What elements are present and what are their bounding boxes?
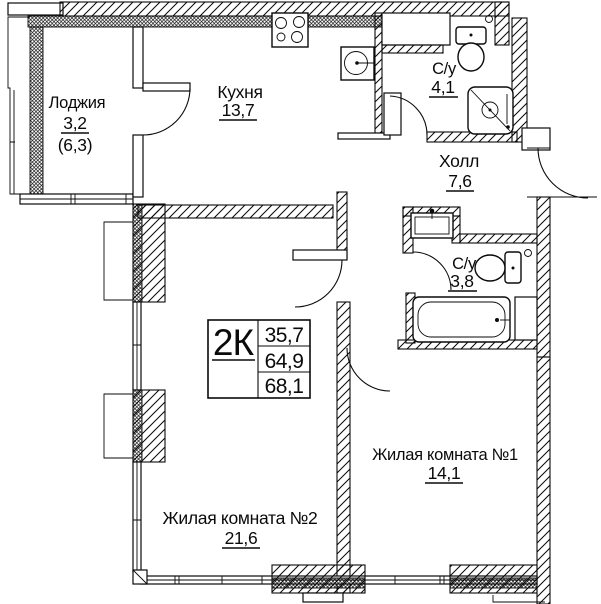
washbasin-icon	[410, 208, 454, 239]
wall	[132, 26, 144, 89]
room-area: 3,8	[450, 271, 473, 291]
bath2-door	[412, 251, 452, 291]
bottom-wall-block	[449, 564, 545, 603]
loggia-sill-mullions	[20, 194, 133, 204]
bottom-wall-block	[271, 564, 366, 603]
exterior-contour	[103, 393, 133, 459]
table-value: 68,1	[265, 375, 304, 398]
room-bath1: С/у 4,1	[429, 60, 458, 98]
fixtures	[271, 12, 538, 343]
room-area: 7,6	[448, 171, 471, 191]
room-name: С/у	[452, 255, 477, 273]
vent-shaft	[381, 12, 451, 46]
corner-detail	[132, 569, 148, 585]
doors	[142, 82, 597, 392]
loggia-exterior-contour	[7, 16, 30, 195]
room-divider-wall	[336, 301, 351, 594]
room-area: 21,6	[225, 528, 258, 548]
window-mullion	[133, 462, 141, 572]
loggia-glazing	[10, 90, 15, 194]
entry-door	[537, 147, 597, 199]
right-outer-wall	[536, 356, 551, 604]
room-loggia: Лоджия 3,2 (6,3)	[49, 94, 106, 155]
exterior-contour	[103, 221, 133, 301]
room-bath2: С/у 3,8	[448, 255, 477, 292]
wall	[336, 191, 348, 259]
table-value: 35,7	[265, 324, 304, 347]
room-area: 14,1	[428, 463, 461, 483]
room-area: 4,1	[431, 77, 454, 97]
room-name: Кухня	[217, 82, 262, 102]
room-kitchen: Кухня 13,7	[217, 82, 263, 121]
top-wall-insulation	[27, 15, 431, 28]
right-outer-wall	[536, 196, 551, 358]
kitchen-sink-icon	[340, 46, 375, 81]
wall	[337, 132, 391, 140]
room-name: Жилая комната №1	[372, 446, 518, 464]
kitchen-bath-wall	[374, 12, 383, 134]
wall	[132, 134, 144, 198]
room-area: 13,7	[222, 100, 255, 120]
spec-table: 2К 35,7 64,9 68,1	[207, 319, 311, 399]
room-name: С/у	[432, 60, 457, 78]
spec-table-frame	[207, 319, 311, 399]
wall	[494, 1, 510, 46]
loggia-door	[142, 82, 191, 136]
cabinet	[514, 296, 538, 341]
shower-icon	[467, 86, 514, 135]
toilet-icon	[474, 249, 532, 284]
wall	[381, 44, 444, 54]
spec-table-grid	[257, 320, 310, 398]
room-labels: Лоджия 3,2 (6,3) Кухня 13,7 С/у 4,1 Холл…	[49, 60, 518, 549]
room-area-alt: (6,3)	[58, 135, 92, 155]
walls	[7, 1, 551, 604]
wall-pier-insulation	[132, 203, 143, 303]
wall	[511, 17, 528, 143]
wall	[7, 2, 64, 16]
wall	[521, 127, 551, 151]
loggia-left-wall	[29, 26, 44, 205]
room-living1: Жилая комната №1 14,1	[372, 446, 518, 484]
room-name: Жилая комната №2	[163, 508, 318, 528]
stove-icon	[271, 12, 309, 48]
toilet-icon	[455, 15, 493, 72]
room-living2: Жилая комната №2 21,6	[163, 508, 318, 549]
room-area: 3,2	[63, 113, 86, 133]
window-mullion	[133, 302, 141, 390]
table-value: 64,9	[265, 350, 304, 373]
wall	[292, 249, 348, 261]
room1-door	[346, 347, 391, 392]
room2-door	[294, 259, 343, 308]
bath1-door	[383, 92, 428, 136]
bathtub-icon	[412, 296, 511, 343]
kitchen-bottom-wall	[137, 204, 334, 219]
apartment-type: 2К	[213, 322, 255, 363]
room-name: Лоджия	[49, 94, 106, 112]
wall-pier-insulation	[132, 389, 143, 463]
room-name: Холл	[439, 151, 479, 171]
wall	[459, 233, 538, 244]
room-hall: Холл 7,6	[439, 151, 479, 192]
